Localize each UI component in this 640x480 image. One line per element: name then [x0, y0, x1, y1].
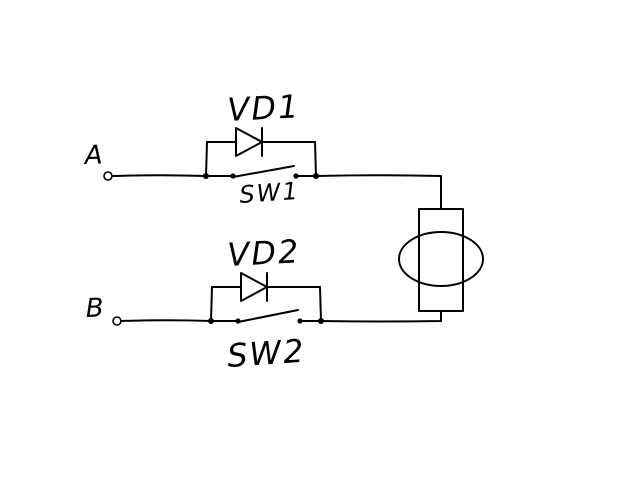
terminal-b-label: B: [85, 293, 104, 324]
branch-a: A VD1 SW1: [82, 87, 442, 210]
diode-vd1: [206, 127, 316, 157]
diode-vd1-label: VD1: [226, 87, 301, 129]
switch-sw2-label: SW2: [226, 332, 307, 375]
wire-vd1-right-riser: [314, 141, 317, 177]
terminal-b-node: [112, 316, 122, 326]
switch-sw1: [205, 165, 317, 179]
diode-vd2-label: VD2: [226, 232, 301, 274]
switch-sw1-label: SW1: [238, 177, 300, 209]
load-body-icon: [418, 208, 464, 312]
junction-b-left: [208, 318, 214, 324]
wire-a-to-load: [315, 174, 442, 210]
terminal-a-label: A: [82, 140, 103, 171]
load-circle-icon: [398, 231, 484, 287]
wire-vd2-left-riser: [210, 286, 213, 322]
load: [398, 208, 484, 312]
wire-a-input: [111, 174, 207, 177]
branch-b: B VD2 SW2: [85, 232, 442, 375]
terminal-a-node: [103, 171, 113, 181]
wire-vd2-right-riser: [319, 286, 322, 322]
wire-b-input: [120, 319, 212, 322]
wire-vd1-left-riser: [205, 141, 208, 177]
switch-sw2: [210, 309, 322, 324]
switch-sw1-blade-icon: [232, 165, 295, 178]
wire-b-to-load: [320, 310, 442, 323]
diode-vd2: [211, 272, 321, 302]
diode-vd2-triangle-icon: [240, 272, 268, 302]
switch-sw2-blade-icon: [237, 309, 299, 323]
junction-a-left: [203, 173, 209, 179]
diode-vd1-triangle-icon: [235, 127, 263, 157]
